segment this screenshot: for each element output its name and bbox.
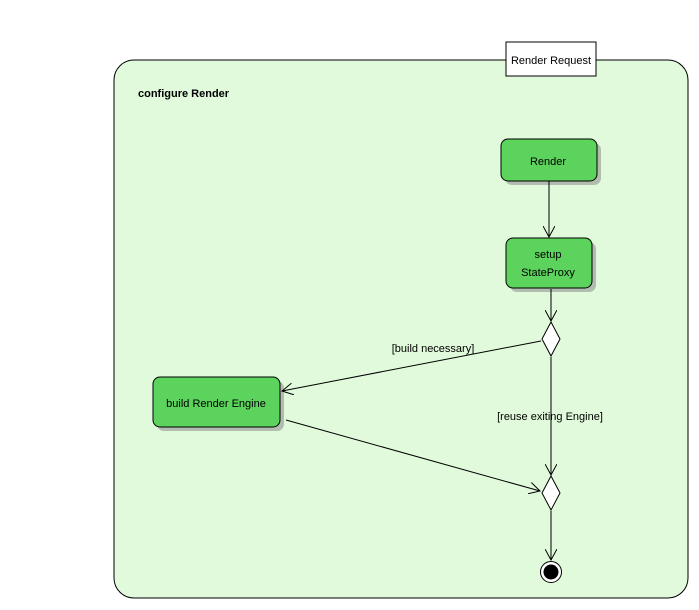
guard-reuse-engine: [reuse exiting Engine]	[497, 411, 603, 423]
final-node	[543, 564, 559, 580]
flow-decision-to-build	[282, 340, 542, 391]
activity-region	[113, 59, 689, 599]
parameter-label: Render Request	[511, 55, 591, 67]
flow-build-to-merge	[285, 419, 540, 491]
build-render-engine-label: build Render Engine	[166, 398, 266, 410]
setup-line2: StateProxy	[521, 267, 575, 279]
decision-node	[541, 320, 561, 358]
parameter-box	[505, 41, 597, 77]
build-render-engine-action	[152, 376, 281, 428]
setup-line1: setup	[535, 249, 562, 261]
render-action-label: Render	[530, 156, 566, 168]
merge-node	[541, 474, 561, 512]
region-title: configure Render	[138, 88, 230, 100]
setup-stateproxy-action	[505, 237, 593, 289]
guard-build-necessary: [build necessary]	[392, 343, 475, 355]
